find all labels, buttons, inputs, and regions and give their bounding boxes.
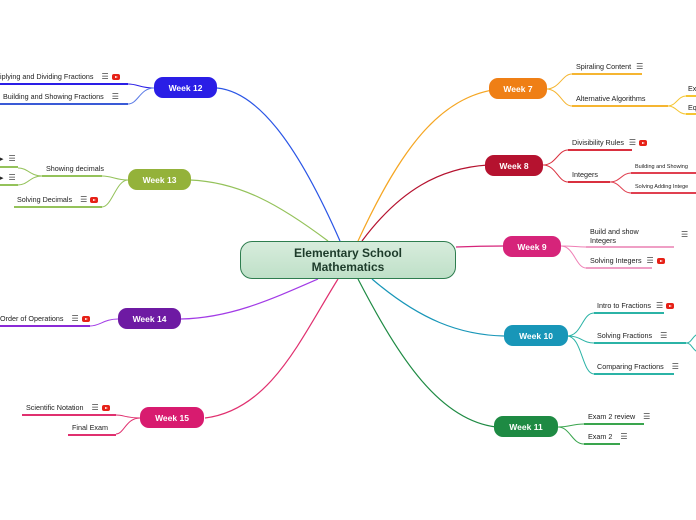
week-14-label: Week 14 xyxy=(132,313,167,324)
topic-showing-decimals[interactable]: Showing decimals xyxy=(46,164,104,173)
underline xyxy=(14,206,102,208)
notes-icon[interactable]: ☰ xyxy=(655,301,664,311)
week-10-label: Week 10 xyxy=(519,330,553,341)
underline xyxy=(594,373,674,375)
topic-solving-fractions[interactable]: Solving Fractions☰ xyxy=(597,331,668,341)
topic-spiraling-content[interactable]: Spiraling Content☰ xyxy=(576,62,644,72)
youtube-icon[interactable] xyxy=(666,303,675,310)
week-13-node[interactable]: Week 13 xyxy=(128,169,191,190)
notes-icon[interactable]: ☰ xyxy=(111,92,119,102)
underline xyxy=(68,434,116,436)
underline xyxy=(572,73,642,75)
topic-divisibility-rules[interactable]: Divisibility Rules☰ xyxy=(572,138,648,148)
underline xyxy=(631,172,696,174)
notes-icon[interactable]: ☰ xyxy=(8,154,16,164)
notes-icon[interactable]: ☰ xyxy=(620,432,628,442)
week-14-node[interactable]: Week 14 xyxy=(118,308,181,329)
week-10-node[interactable]: Week 10 xyxy=(504,325,568,346)
central-topic[interactable]: Elementary School Mathematics xyxy=(240,241,456,279)
notes-icon[interactable]: ☰ xyxy=(71,314,79,324)
underline xyxy=(42,175,102,177)
underline xyxy=(584,443,620,445)
topic-multiplying-dividing-fractions[interactable]: iplying and Dividing Fractions☰ xyxy=(0,72,120,81)
underline xyxy=(631,192,696,194)
underline xyxy=(594,342,686,344)
week-9-label: Week 9 xyxy=(517,241,547,252)
topic-exam-2-review[interactable]: Exam 2 review☰ xyxy=(588,412,651,422)
youtube-icon[interactable] xyxy=(111,74,120,81)
week-15-node[interactable]: Week 15 xyxy=(140,407,204,428)
topic-order-of-operations[interactable]: Order of Operations☰ xyxy=(0,314,90,323)
youtube-icon[interactable] xyxy=(656,258,665,265)
youtube-icon[interactable] xyxy=(81,316,90,323)
notes-icon[interactable]: ☰ xyxy=(660,331,668,341)
week-7-label: Week 7 xyxy=(503,83,533,94)
central-topic-title: Elementary School Mathematics xyxy=(293,246,403,274)
underline xyxy=(0,166,18,168)
youtube-icon[interactable] xyxy=(90,197,99,204)
notes-icon[interactable]: ☰ xyxy=(681,230,689,239)
youtube-icon[interactable] xyxy=(101,405,110,412)
topic-scientific-notation[interactable]: Scientific Notation☰ xyxy=(26,403,110,412)
topic-solving-decimals[interactable]: Solving Decimals☰ xyxy=(17,195,99,205)
topic-alt-sub-2[interactable]: Eq xyxy=(688,103,696,112)
topic-alternative-algorithms[interactable]: Alternative Algorithms xyxy=(576,94,646,103)
underline xyxy=(584,423,644,425)
week-8-node[interactable]: Week 8 xyxy=(485,155,543,176)
topic-showing-decimals-sub-1[interactable]: ▸☰ xyxy=(0,154,16,164)
underline xyxy=(586,267,652,269)
notes-icon[interactable]: ☰ xyxy=(636,62,644,72)
underline xyxy=(0,325,90,327)
underline xyxy=(572,105,668,107)
week-9-node[interactable]: Week 9 xyxy=(503,236,561,257)
notes-icon[interactable]: ☰ xyxy=(101,72,109,82)
notes-icon[interactable]: ☰ xyxy=(91,403,99,413)
underline xyxy=(568,149,632,151)
topic-building-showing-fractions[interactable]: Building and Showing Fractions☰ xyxy=(3,92,119,102)
notes-icon[interactable]: ☰ xyxy=(80,195,88,205)
underline xyxy=(0,83,128,85)
topic-showing-decimals-sub-2[interactable]: ▸☰ xyxy=(0,173,16,183)
week-11-label: Week 11 xyxy=(509,421,543,432)
topic-integers[interactable]: Integers xyxy=(572,170,598,179)
underline xyxy=(686,95,696,97)
notes-icon[interactable]: ☰ xyxy=(628,138,637,148)
notes-icon[interactable]: ☰ xyxy=(643,412,651,422)
topic-exam-2[interactable]: Exam 2☰ xyxy=(588,432,628,442)
underline xyxy=(586,246,674,248)
topic-integers-sub-1[interactable]: Building and Showing xyxy=(635,164,688,170)
topic-comparing-fractions[interactable]: Comparing Fractions☰ xyxy=(597,362,679,372)
notes-icon[interactable]: ☰ xyxy=(646,256,654,266)
topic-alt-sub-1[interactable]: Ex xyxy=(688,84,696,93)
topic-build-show-integers[interactable]: Build and show Integers☰ xyxy=(590,227,689,245)
week-12-label: Week 12 xyxy=(168,82,203,93)
week-8-label: Week 8 xyxy=(499,160,529,171)
week-12-node[interactable]: Week 12 xyxy=(154,77,217,98)
week-11-node[interactable]: Week 11 xyxy=(494,416,558,437)
underline xyxy=(0,103,128,105)
underline xyxy=(594,312,664,314)
underline xyxy=(568,181,610,183)
topic-solving-integers[interactable]: Solving Integers☰ xyxy=(590,256,665,265)
topic-intro-fractions[interactable]: Intro to Fractions☰ xyxy=(597,301,675,311)
youtube-icon[interactable] xyxy=(639,140,648,147)
notes-icon[interactable]: ☰ xyxy=(8,173,16,183)
underline xyxy=(22,414,116,416)
week-13-label: Week 13 xyxy=(142,174,177,185)
topic-integers-sub-2[interactable]: Solving Adding Intege xyxy=(635,184,689,190)
week-7-node[interactable]: Week 7 xyxy=(489,78,547,99)
topic-final-exam[interactable]: Final Exam xyxy=(72,423,108,432)
underline xyxy=(0,184,18,186)
notes-icon[interactable]: ☰ xyxy=(671,362,679,372)
underline xyxy=(686,113,696,115)
week-15-label: Week 15 xyxy=(155,412,189,423)
